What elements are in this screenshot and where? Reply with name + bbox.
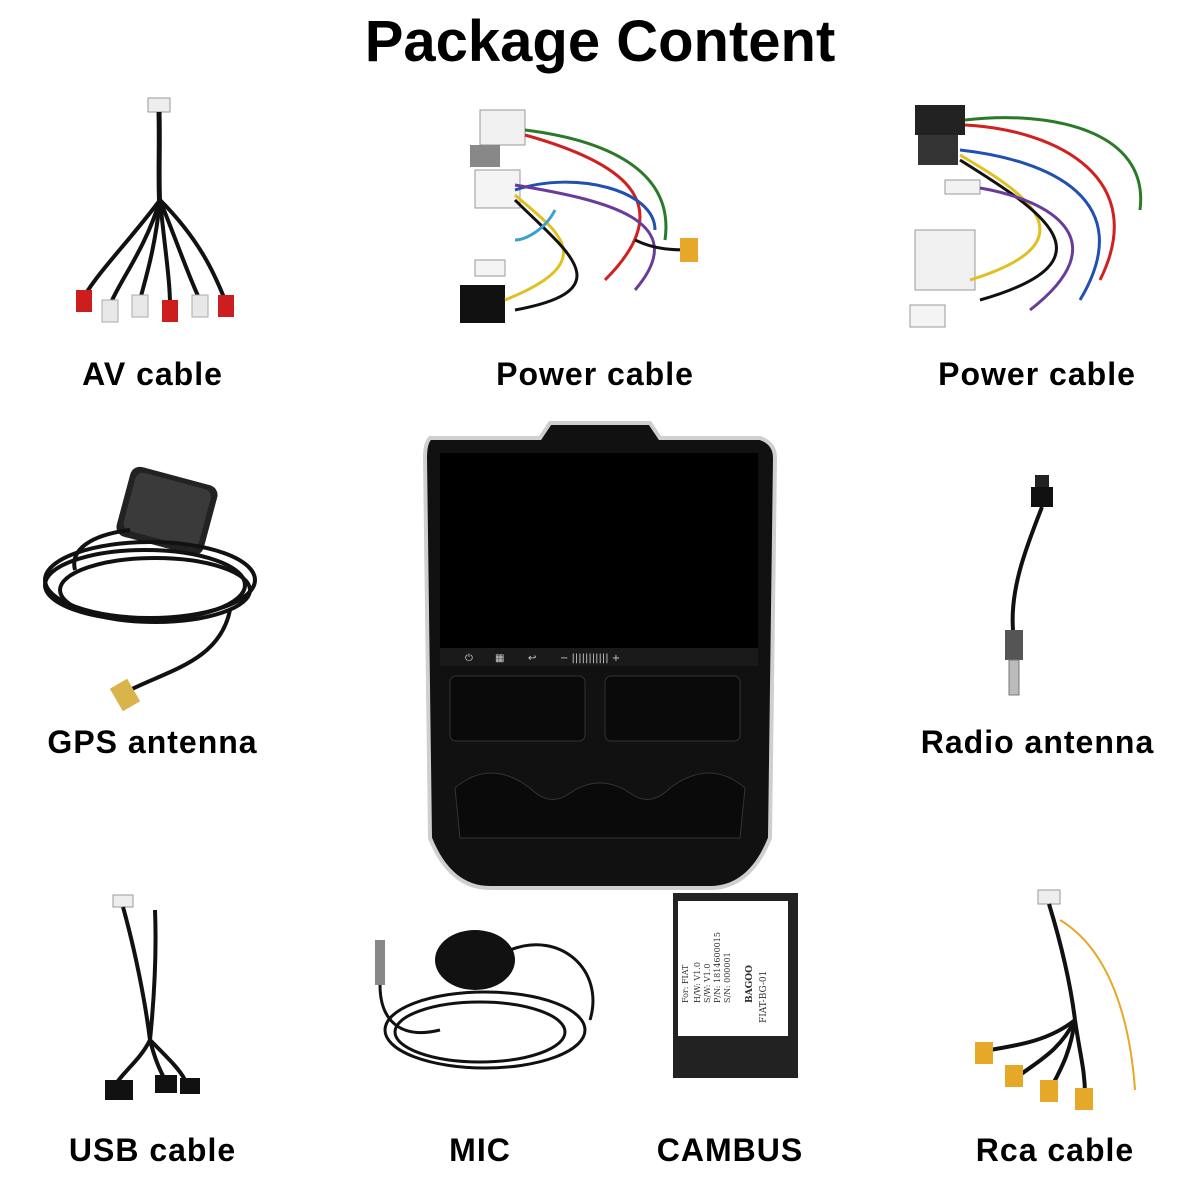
- cambus-model: FIAT-BG-01: [759, 971, 769, 1023]
- cambus-line-1: For: FIAT: [681, 964, 690, 1003]
- power-cable-1-label: Power cable: [496, 356, 694, 392]
- cambus-label: CAMBUS: [656, 1132, 804, 1168]
- av-cable-label: AV cable: [82, 356, 223, 392]
- gps-antenna-image: [30, 460, 270, 720]
- power-cable-2-image: [900, 100, 1170, 340]
- mic-label: MIC: [449, 1132, 511, 1168]
- head-unit-image: ⏻ ▦ ↩ − ||||||||||| +: [410, 418, 790, 893]
- av-cable-image: [60, 90, 260, 340]
- rca-cable-image: [960, 880, 1150, 1120]
- usb-cable-label: USB cable: [68, 1132, 237, 1168]
- gps-antenna-label: GPS antenna: [47, 724, 258, 760]
- radio-antenna-label: Radio antenna: [920, 724, 1155, 760]
- power-cable-1-image: [455, 100, 735, 330]
- power-cable-2-label: Power cable: [938, 356, 1136, 392]
- mic-image: [360, 920, 610, 1090]
- radio-antenna-image: [985, 470, 1075, 710]
- cambus-line-5: S/N: 000001: [723, 952, 732, 1003]
- cambus-line-4: P/N: 1814600015: [713, 932, 722, 1003]
- cambus-line-2: H/W: V1.0: [693, 962, 702, 1003]
- usb-cable-image: [95, 880, 215, 1120]
- page-title: Package Content: [364, 9, 836, 74]
- svg-text:↩: ↩: [528, 653, 536, 664]
- svg-text:− ||||||||||| +: − ||||||||||| +: [560, 653, 620, 664]
- rca-cable-label: Rca cable: [975, 1132, 1135, 1168]
- cambus-image: For: FIAT H/W: V1.0 S/W: V1.0 P/N: 18146…: [668, 893, 803, 1083]
- svg-text:▦: ▦: [495, 653, 504, 664]
- svg-text:⏻: ⏻: [465, 653, 473, 664]
- cambus-brand: BAGOO: [745, 965, 755, 1003]
- cambus-line-3: S/W: V1.0: [703, 964, 712, 1003]
